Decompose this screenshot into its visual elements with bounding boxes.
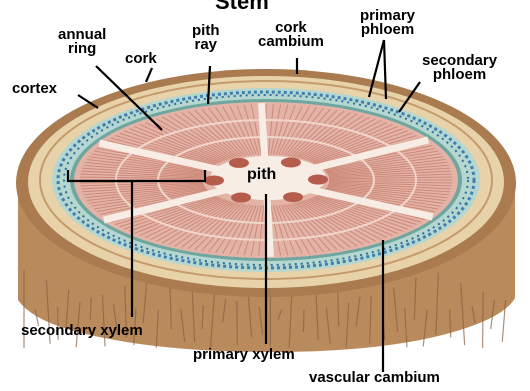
bark-streak xyxy=(237,301,238,345)
label-secondary-xylem: secondary xylem xyxy=(21,324,143,338)
primary-xylem-bundle xyxy=(231,193,251,203)
label-primary-phloem: primaryphloem xyxy=(360,9,415,37)
pith-ray-band xyxy=(262,103,266,164)
primary-xylem-bundle xyxy=(283,192,303,202)
label-secondary-phloem: secondaryphloem xyxy=(422,54,497,82)
primary-xylem-bundle xyxy=(204,175,224,185)
primary-xylem-bundle xyxy=(308,175,328,185)
bark-streak xyxy=(483,292,484,348)
bark-streak xyxy=(303,310,304,332)
primary-xylem-bundle xyxy=(281,157,301,167)
label-cork: cork xyxy=(125,52,157,66)
label-pith: pith xyxy=(247,168,276,182)
pith-ray-band xyxy=(267,196,271,257)
primary-xylem-bundle xyxy=(229,158,249,168)
label-cortex: cortex xyxy=(12,82,57,96)
leader-cork xyxy=(146,68,152,82)
label-vascular-cambium: vascular cambium xyxy=(309,371,440,385)
label-pith-ray: pithray xyxy=(192,24,220,52)
label-primary-xylem: primary xylem xyxy=(193,348,295,362)
